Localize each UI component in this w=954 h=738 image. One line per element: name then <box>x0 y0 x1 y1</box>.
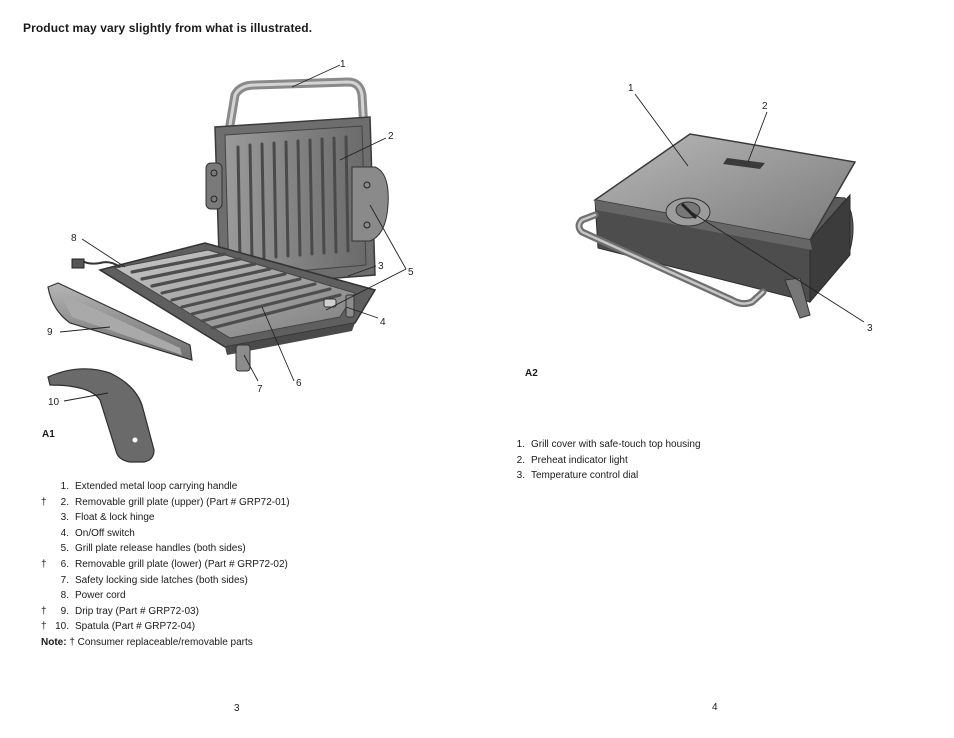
list-item: 3.Float & lock hinge <box>60 512 155 524</box>
figure-a1-open-grill: 1 2 3 4 5 6 7 8 9 10 <box>30 55 430 475</box>
grill-closed-illustration: 1 2 3 <box>575 83 873 334</box>
a1-callout-6: 6 <box>296 378 302 389</box>
list-item: 3.Temperature control dial <box>516 470 639 482</box>
list-item: 5.Grill plate release handles (both side… <box>60 543 246 555</box>
list-item: 4.On/Off switch <box>60 527 135 539</box>
list-item: 2.Preheat indicator light <box>516 454 628 466</box>
a1-callout-5: 5 <box>408 267 414 278</box>
a1-callout-1: 1 <box>340 59 346 70</box>
a1-callout-9: 9 <box>47 327 53 338</box>
a2-callout-2: 2 <box>762 101 768 112</box>
on-off-switch <box>323 298 337 308</box>
spatula <box>47 368 155 463</box>
a2-callout-1: 1 <box>628 83 634 94</box>
a2-leader-lines <box>634 93 865 323</box>
a1-callout-4: 4 <box>380 317 386 328</box>
a1-callout-3: 3 <box>378 261 384 272</box>
a1-callout-8: 8 <box>71 233 77 244</box>
power-cord <box>81 260 121 268</box>
latch-right <box>345 294 355 318</box>
right-release-handle <box>351 166 389 242</box>
list-item: 7.Safety locking side latches (both side… <box>60 574 248 586</box>
rear-foot <box>784 277 811 319</box>
parts-list-a1: 1.Extended metal loop carrying handle †2… <box>41 479 290 651</box>
a1-callout-7: 7 <box>257 384 263 395</box>
list-item: †6.Removable grill plate (lower) (Part #… <box>41 558 288 570</box>
list-item: †9.Drip tray (Part # GRP72-03) <box>41 605 199 617</box>
power-plug <box>71 258 85 269</box>
page-number-right: 4 <box>712 702 718 713</box>
parts-note: Note: † Consumer replaceable/removable p… <box>41 636 253 648</box>
a1-leader-lines <box>59 64 407 402</box>
upper-grill-plate <box>224 125 367 278</box>
list-item: †2.Removable grill plate (upper) (Part #… <box>41 496 290 508</box>
list-item: †10.Spatula (Part # GRP72-04) <box>41 621 196 633</box>
lower-plate-ridges <box>130 252 342 330</box>
page-disclaimer: Product may vary slightly from what is i… <box>23 21 313 35</box>
a2-callout-3: 3 <box>867 323 873 334</box>
page-number-left: 3 <box>234 703 240 714</box>
list-item: 1.Extended metal loop carrying handle <box>60 481 238 492</box>
figure-a2-closed-grill: 1 2 3 <box>520 70 900 360</box>
figure-label-a1: A1 <box>42 429 55 440</box>
preheat-indicator-light <box>723 158 765 169</box>
grill-open-illustration: 1 2 3 4 5 6 7 8 9 10 <box>47 59 414 463</box>
latch-left <box>235 344 251 372</box>
a1-callout-2: 2 <box>388 131 394 142</box>
upper-plate-ridges <box>236 135 350 262</box>
figure-label-a2: A2 <box>525 368 538 379</box>
a1-callout-10: 10 <box>48 397 60 408</box>
parts-list-a2: 1.Grill cover with safe-touch top housin… <box>507 437 701 484</box>
list-item: 8.Power cord <box>60 590 126 602</box>
left-release-handle <box>205 162 223 210</box>
list-item: 1.Grill cover with safe-touch top housin… <box>516 439 701 450</box>
